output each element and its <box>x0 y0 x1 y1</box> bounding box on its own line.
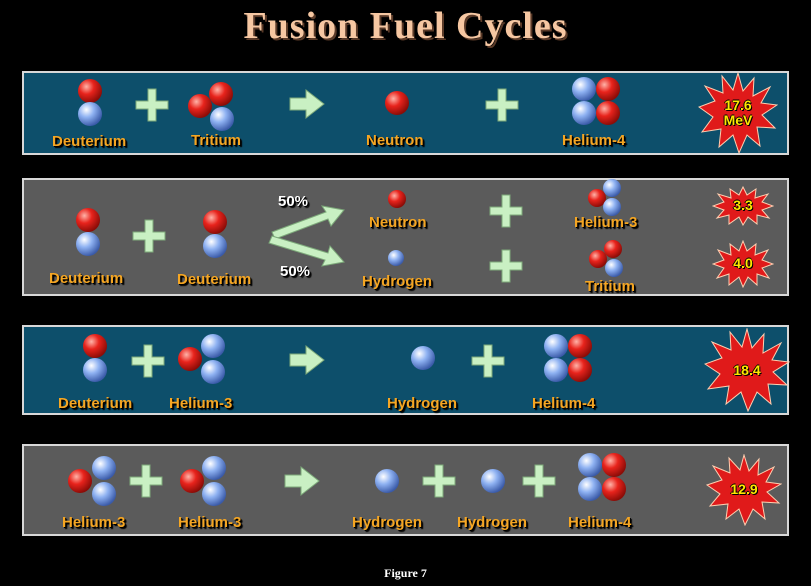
arrow-right-icon <box>284 466 320 496</box>
product-label: Helium-4 <box>562 132 626 149</box>
page-title: Fusion Fuel Cycles <box>243 5 568 47</box>
energy-unit: MeV <box>723 112 753 128</box>
arrow-right-icon <box>289 345 325 375</box>
branch-arrows <box>268 205 345 267</box>
product-label: Helium-4 <box>532 395 596 412</box>
energy-value: 17.6 <box>724 97 752 113</box>
starburst-icon <box>706 454 782 526</box>
figure-caption: Figure 7 <box>384 566 427 580</box>
hydrogen-particle <box>411 346 435 370</box>
hydrogen-particle <box>481 469 505 493</box>
neutron-particle <box>385 91 409 115</box>
reactant-label: Helium-3 <box>178 514 242 531</box>
energy-burst: 4.0 <box>712 240 774 288</box>
hydrogen-particle <box>388 250 404 266</box>
energy-burst: 17.6 MeV <box>698 72 778 154</box>
branch-percent-label: 50% <box>280 263 311 280</box>
starburst-icon <box>698 72 778 154</box>
product-label: Hydrogen <box>387 395 458 412</box>
product-label: Helium-3 <box>574 214 638 231</box>
product-label: Neutron <box>369 214 427 231</box>
energy-burst: 12.9 <box>706 454 782 526</box>
plus-icon <box>471 344 505 378</box>
plus-icon <box>422 464 456 498</box>
starburst-icon <box>712 186 774 226</box>
starburst-icon <box>712 240 774 288</box>
reactant-label: Deuterium <box>177 271 252 288</box>
deuterium-nucleus <box>83 334 107 382</box>
energy-value: 4.0 <box>733 255 753 271</box>
plus-icon <box>489 249 523 283</box>
energy-value: 3.3 <box>733 197 753 213</box>
plus-icon <box>129 464 163 498</box>
reactant-label: Tritium <box>191 132 242 149</box>
product-label: Hydrogen <box>362 273 433 290</box>
plus-icon <box>135 88 169 122</box>
reactant-label: Helium-3 <box>169 395 233 412</box>
tritium-nucleus <box>188 82 234 131</box>
reactant-label: Deuterium <box>52 133 127 150</box>
energy-value: 12.9 <box>730 481 758 497</box>
starburst-icon <box>704 328 790 412</box>
helium-4-nucleus <box>572 77 620 125</box>
energy-burst: 3.3 <box>712 186 774 226</box>
helium-3-nucleus <box>588 179 621 216</box>
plus-icon <box>131 344 165 378</box>
deuterium-nucleus <box>203 210 227 258</box>
product-label: Hydrogen <box>457 514 528 531</box>
helium-3-nucleus <box>178 334 225 384</box>
product-label: Hydrogen <box>352 514 423 531</box>
deuterium-nucleus <box>78 79 102 126</box>
tritium-nucleus <box>589 240 623 277</box>
arrow-right-icon <box>289 89 325 119</box>
product-label: Neutron <box>366 132 424 149</box>
energy-burst: 18.4 <box>704 328 790 412</box>
reactant-label: Deuterium <box>49 270 124 287</box>
helium-3-nucleus <box>68 456 116 506</box>
helium-4-nucleus <box>544 334 592 382</box>
reactant-label: Helium-3 <box>62 514 126 531</box>
hydrogen-particle <box>375 469 399 493</box>
neutron-particle <box>388 190 406 208</box>
product-label: Helium-4 <box>568 514 632 531</box>
energy-value: 18.4 <box>733 362 761 378</box>
helium-3-nucleus <box>180 456 226 506</box>
plus-icon <box>485 88 519 122</box>
branch-percent-label: 50% <box>278 193 309 210</box>
helium-4-nucleus <box>578 453 626 501</box>
plus-icon <box>132 219 166 253</box>
plus-icon <box>522 464 556 498</box>
deuterium-nucleus <box>76 208 100 256</box>
product-label: Tritium <box>585 278 636 295</box>
reactant-label: Deuterium <box>58 395 133 412</box>
plus-icon <box>489 194 523 228</box>
